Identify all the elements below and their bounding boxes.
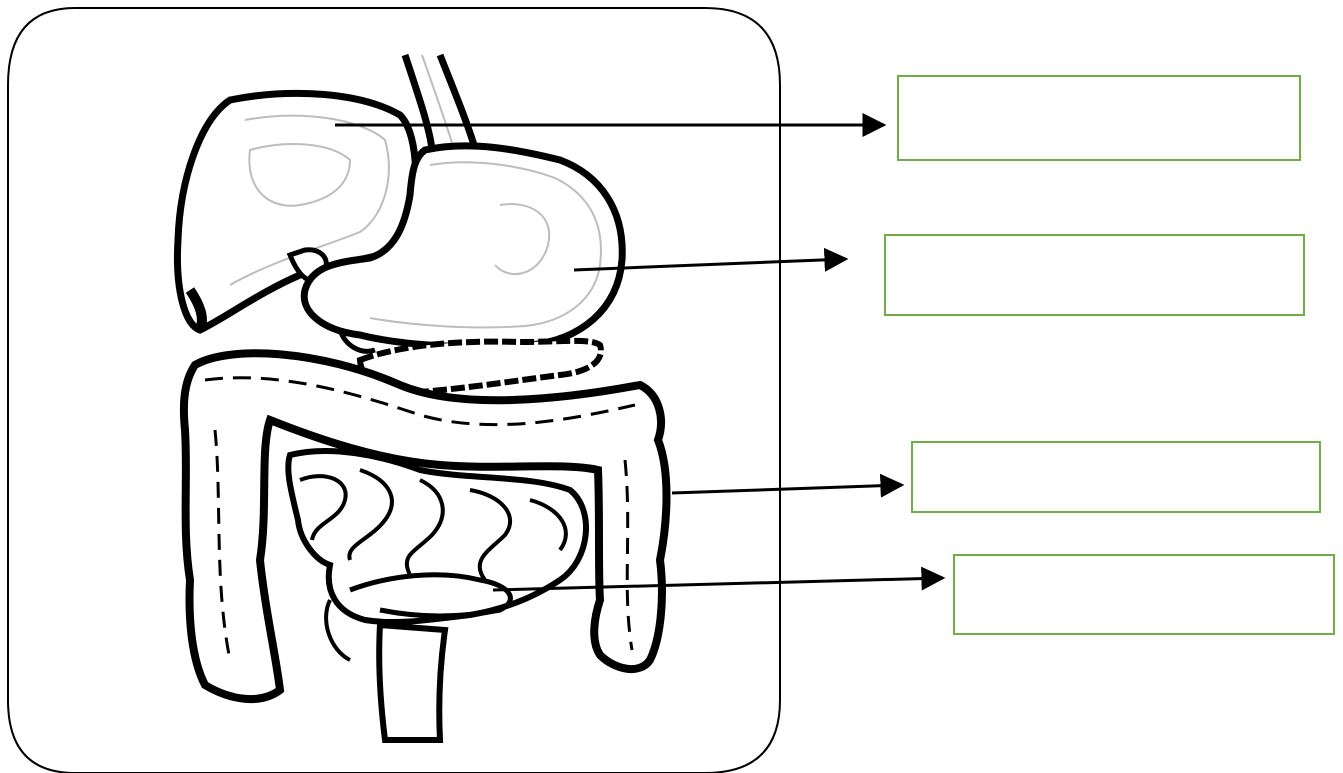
- rectum: [379, 625, 445, 740]
- label-box-liver[interactable]: [897, 75, 1301, 161]
- label-box-small-intestine[interactable]: [953, 554, 1335, 635]
- label-box-large-intestine[interactable]: [911, 441, 1321, 513]
- label-box-stomach[interactable]: [884, 234, 1305, 316]
